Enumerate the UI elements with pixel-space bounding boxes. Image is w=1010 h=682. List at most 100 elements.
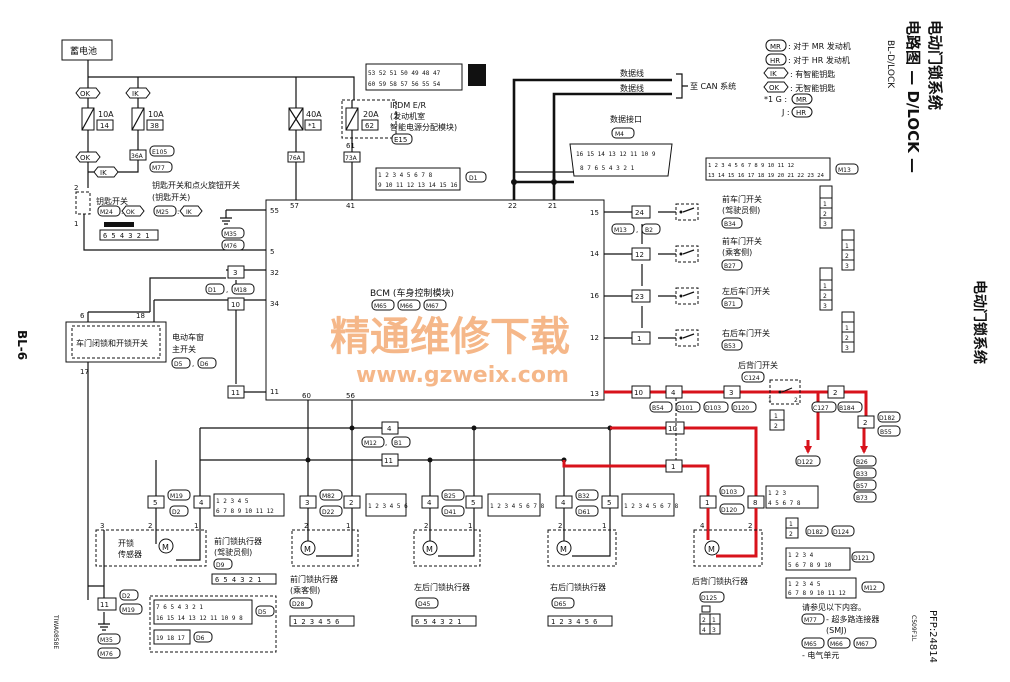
svg-text:16: 16 [590, 292, 599, 300]
jcon-m13-b2: M13 , B2 [611, 223, 661, 235]
battery: 蓄电池 [61, 39, 113, 61]
svg-text:1: 1 [845, 243, 849, 250]
dlc-connector: 16 15 14 13 12 11 10 9 8 7 6 5 4 3 2 1 [514, 143, 673, 177]
svg-text:IK: IK [100, 169, 107, 177]
svg-text:传感器: 传感器 [118, 549, 142, 559]
svg-text:M65: M65 [374, 303, 387, 310]
svg-text:M35: M35 [100, 637, 113, 644]
svg-text:3: 3 [823, 303, 827, 310]
svg-text:B55: B55 [880, 429, 892, 436]
svg-text:M66: M66 [400, 303, 413, 310]
svg-text:M77: M77 [152, 165, 165, 172]
svg-text:蓄电池: 蓄电池 [70, 45, 97, 57]
svg-text:电动车窗: 电动车窗 [172, 332, 204, 342]
svg-text:D28: D28 [292, 601, 304, 608]
door-switch-rear-left: 左后车门开关 B71 [675, 286, 770, 309]
svg-text:B27: B27 [724, 263, 736, 270]
svg-text:2: 2 [774, 423, 778, 430]
svg-text:16 15 14 13 12 11 10 9: 16 15 14 13 12 11 10 9 [576, 151, 656, 158]
svg-text:IK: IK [132, 90, 139, 98]
svg-text:,: , [385, 439, 387, 447]
svg-text:TIWA0858E: TIWA0858E [52, 614, 59, 649]
svg-text:D1: D1 [469, 175, 478, 182]
svg-text:M82: M82 [322, 493, 335, 500]
svg-text:32: 32 [270, 269, 279, 277]
svg-text:13 14 15 16 17 18 19 20 21 22: 13 14 15 16 17 18 19 20 21 22 23 24 [708, 173, 825, 179]
svg-text:M12: M12 [364, 440, 377, 447]
svg-text:20A: 20A [363, 110, 379, 119]
svg-text:53 52 51 50 49 48 47: 53 52 51 50 49 48 47 [368, 70, 441, 77]
svg-text:4: 4 [700, 522, 705, 530]
ground-label-bottom: M35 M76 [97, 633, 121, 659]
svg-text:2: 2 [74, 184, 78, 192]
ipdm-pin-61: 61 [346, 142, 355, 150]
red-path-conn-labels: B54 D101 D103 D120 C127 B184 D182 B55 D1… [649, 401, 901, 503]
svg-text:4: 4 [387, 425, 392, 433]
svg-text:E105: E105 [152, 149, 167, 156]
svg-text:OK: OK [769, 84, 780, 92]
svg-text:73A: 73A [345, 155, 358, 162]
svg-text:13: 13 [590, 390, 599, 398]
svg-text:右后门锁执行器: 右后门锁执行器 [550, 582, 606, 592]
svg-text:M24: M24 [100, 209, 113, 216]
svg-text:1: 1 [468, 522, 472, 530]
svg-text:D65: D65 [554, 601, 566, 608]
svg-text:17: 17 [80, 368, 89, 376]
svg-text:M67: M67 [426, 303, 439, 310]
svg-text:B71: B71 [724, 301, 736, 308]
svg-text:,: , [192, 360, 194, 368]
ok-tag-2: OK [75, 151, 101, 163]
ground-label-m35: M35 M76 [221, 227, 245, 251]
svg-text:3: 3 [823, 221, 827, 228]
svg-text:D124: D124 [833, 529, 849, 536]
svg-text:14: 14 [100, 122, 109, 130]
svg-text:16 15 14 13 12 11 10 9 8: 16 15 14 13 12 11 10 9 8 [156, 615, 243, 622]
fig-side-code: C509F1L [910, 615, 917, 642]
svg-text:D45: D45 [418, 601, 430, 608]
svg-text:1: 1 [637, 335, 641, 343]
svg-text:M12: M12 [864, 585, 877, 592]
svg-text:BL-D/LOCK: BL-D/LOCK [885, 40, 895, 89]
jcon-1: 1 [631, 331, 651, 345]
svg-text:: 无智能钥匙: : 无智能钥匙 [790, 83, 835, 93]
ipdm-box [341, 99, 397, 139]
svg-text:2: 2 [823, 293, 827, 300]
svg-text:24: 24 [635, 209, 644, 217]
svg-text:1 2 3 4 5 6: 1 2 3 4 5 6 [368, 503, 408, 510]
svg-text:E15: E15 [394, 136, 407, 144]
svg-text:36A: 36A [131, 153, 144, 160]
svg-text:D9: D9 [216, 562, 225, 569]
door-switch-rear-right: 右后车门开关 B53 [675, 328, 770, 351]
svg-text:(SMJ): (SMJ) [826, 626, 847, 635]
svg-text:76A: 76A [289, 155, 302, 162]
svg-text:M76: M76 [224, 243, 237, 250]
ik-tag-1: IK [125, 87, 151, 99]
svg-text:3: 3 [305, 499, 309, 507]
svg-text:www.gzweix.com: www.gzweix.com [356, 363, 569, 388]
svg-text:C124: C124 [744, 375, 760, 382]
svg-text:14: 14 [590, 250, 599, 258]
conn-10: 10 [227, 297, 245, 311]
svg-text:5: 5 [471, 499, 475, 507]
svg-text:右后车门开关: 右后车门开关 [722, 328, 770, 338]
svg-text:2: 2 [748, 522, 752, 530]
svg-text:B33: B33 [856, 471, 868, 478]
svg-text:B53: B53 [724, 343, 736, 350]
svg-text:D103: D103 [721, 489, 737, 496]
svg-text:电路图 — D/LOCK —: 电路图 — D/LOCK — [904, 20, 922, 173]
svg-text:数据线: 数据线 [620, 83, 644, 93]
svg-text:OK: OK [126, 209, 136, 216]
svg-text:D101: D101 [677, 405, 693, 412]
fig-code: PFP:24814 [927, 610, 938, 663]
svg-text:1 2 3 4 5: 1 2 3 4 5 [788, 581, 821, 588]
svg-text:3: 3 [712, 627, 716, 634]
d1-connector-grid: 1 2 3 4 5 6 7 8 9 10 11 12 13 14 15 16 D… [375, 167, 487, 191]
svg-text:M66: M66 [830, 641, 843, 648]
svg-text:11: 11 [100, 601, 109, 609]
svg-text:OK: OK [80, 154, 91, 162]
svg-text:M13: M13 [614, 227, 627, 234]
svg-text:41: 41 [346, 202, 355, 210]
fuse-40a: 40A *1 [288, 107, 322, 131]
svg-text:B32: B32 [578, 493, 590, 500]
